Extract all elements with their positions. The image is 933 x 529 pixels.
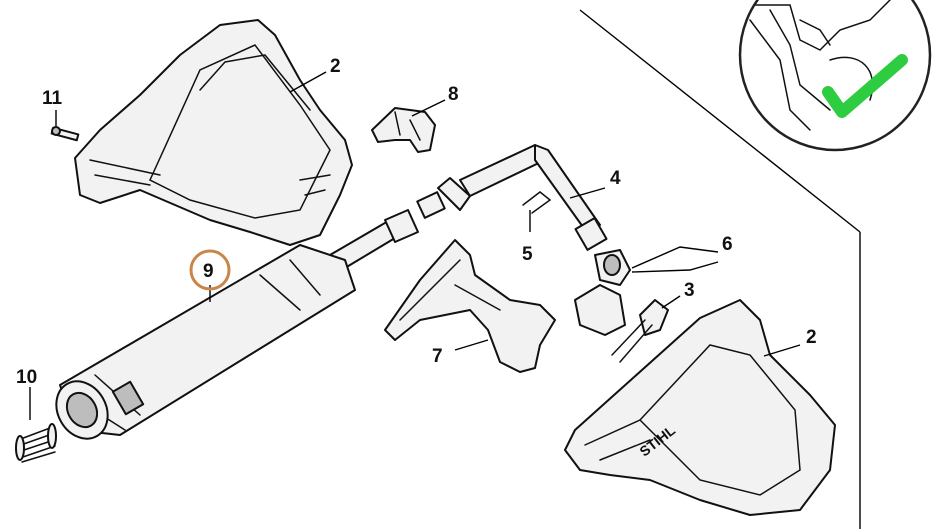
inner-tube [329, 209, 419, 269]
callout-6: 6 [722, 234, 733, 255]
callout-11: 11 [42, 88, 63, 109]
detail-inset [738, 0, 932, 152]
highlight-ring [189, 249, 231, 291]
handle-half-upper-part-2 [74, 19, 353, 246]
callout-5: 5 [522, 244, 533, 265]
callout-10: 10 [16, 367, 37, 388]
callout-4: 4 [610, 168, 621, 189]
trigger-part-7 [384, 239, 556, 373]
screw-part-11 [50, 126, 80, 142]
valve-part-6 [574, 249, 631, 336]
callout-9: 9 [203, 261, 214, 282]
callout-2-lower: 2 [806, 327, 817, 348]
tube-part-4 [416, 144, 608, 251]
callout-labels: 11 2 8 4 5 6 3 2 9 7 10 [16, 56, 817, 388]
clip-part-8 [371, 107, 436, 153]
callout-7: 7 [432, 346, 443, 367]
leader-lines [29, 71, 801, 420]
inset-border [579, 9, 861, 529]
callout-3: 3 [684, 280, 695, 301]
spring-part-10 [15, 423, 57, 463]
callout-2-upper: 2 [330, 56, 341, 77]
shaft-part-9 [55, 244, 356, 440]
callout-8: 8 [448, 84, 459, 105]
check-icon [822, 54, 908, 118]
bracket-part-3 [611, 299, 669, 363]
u-clip-part-5 [522, 191, 552, 214]
handle-half-lower-part-2: STIHL [564, 299, 836, 516]
